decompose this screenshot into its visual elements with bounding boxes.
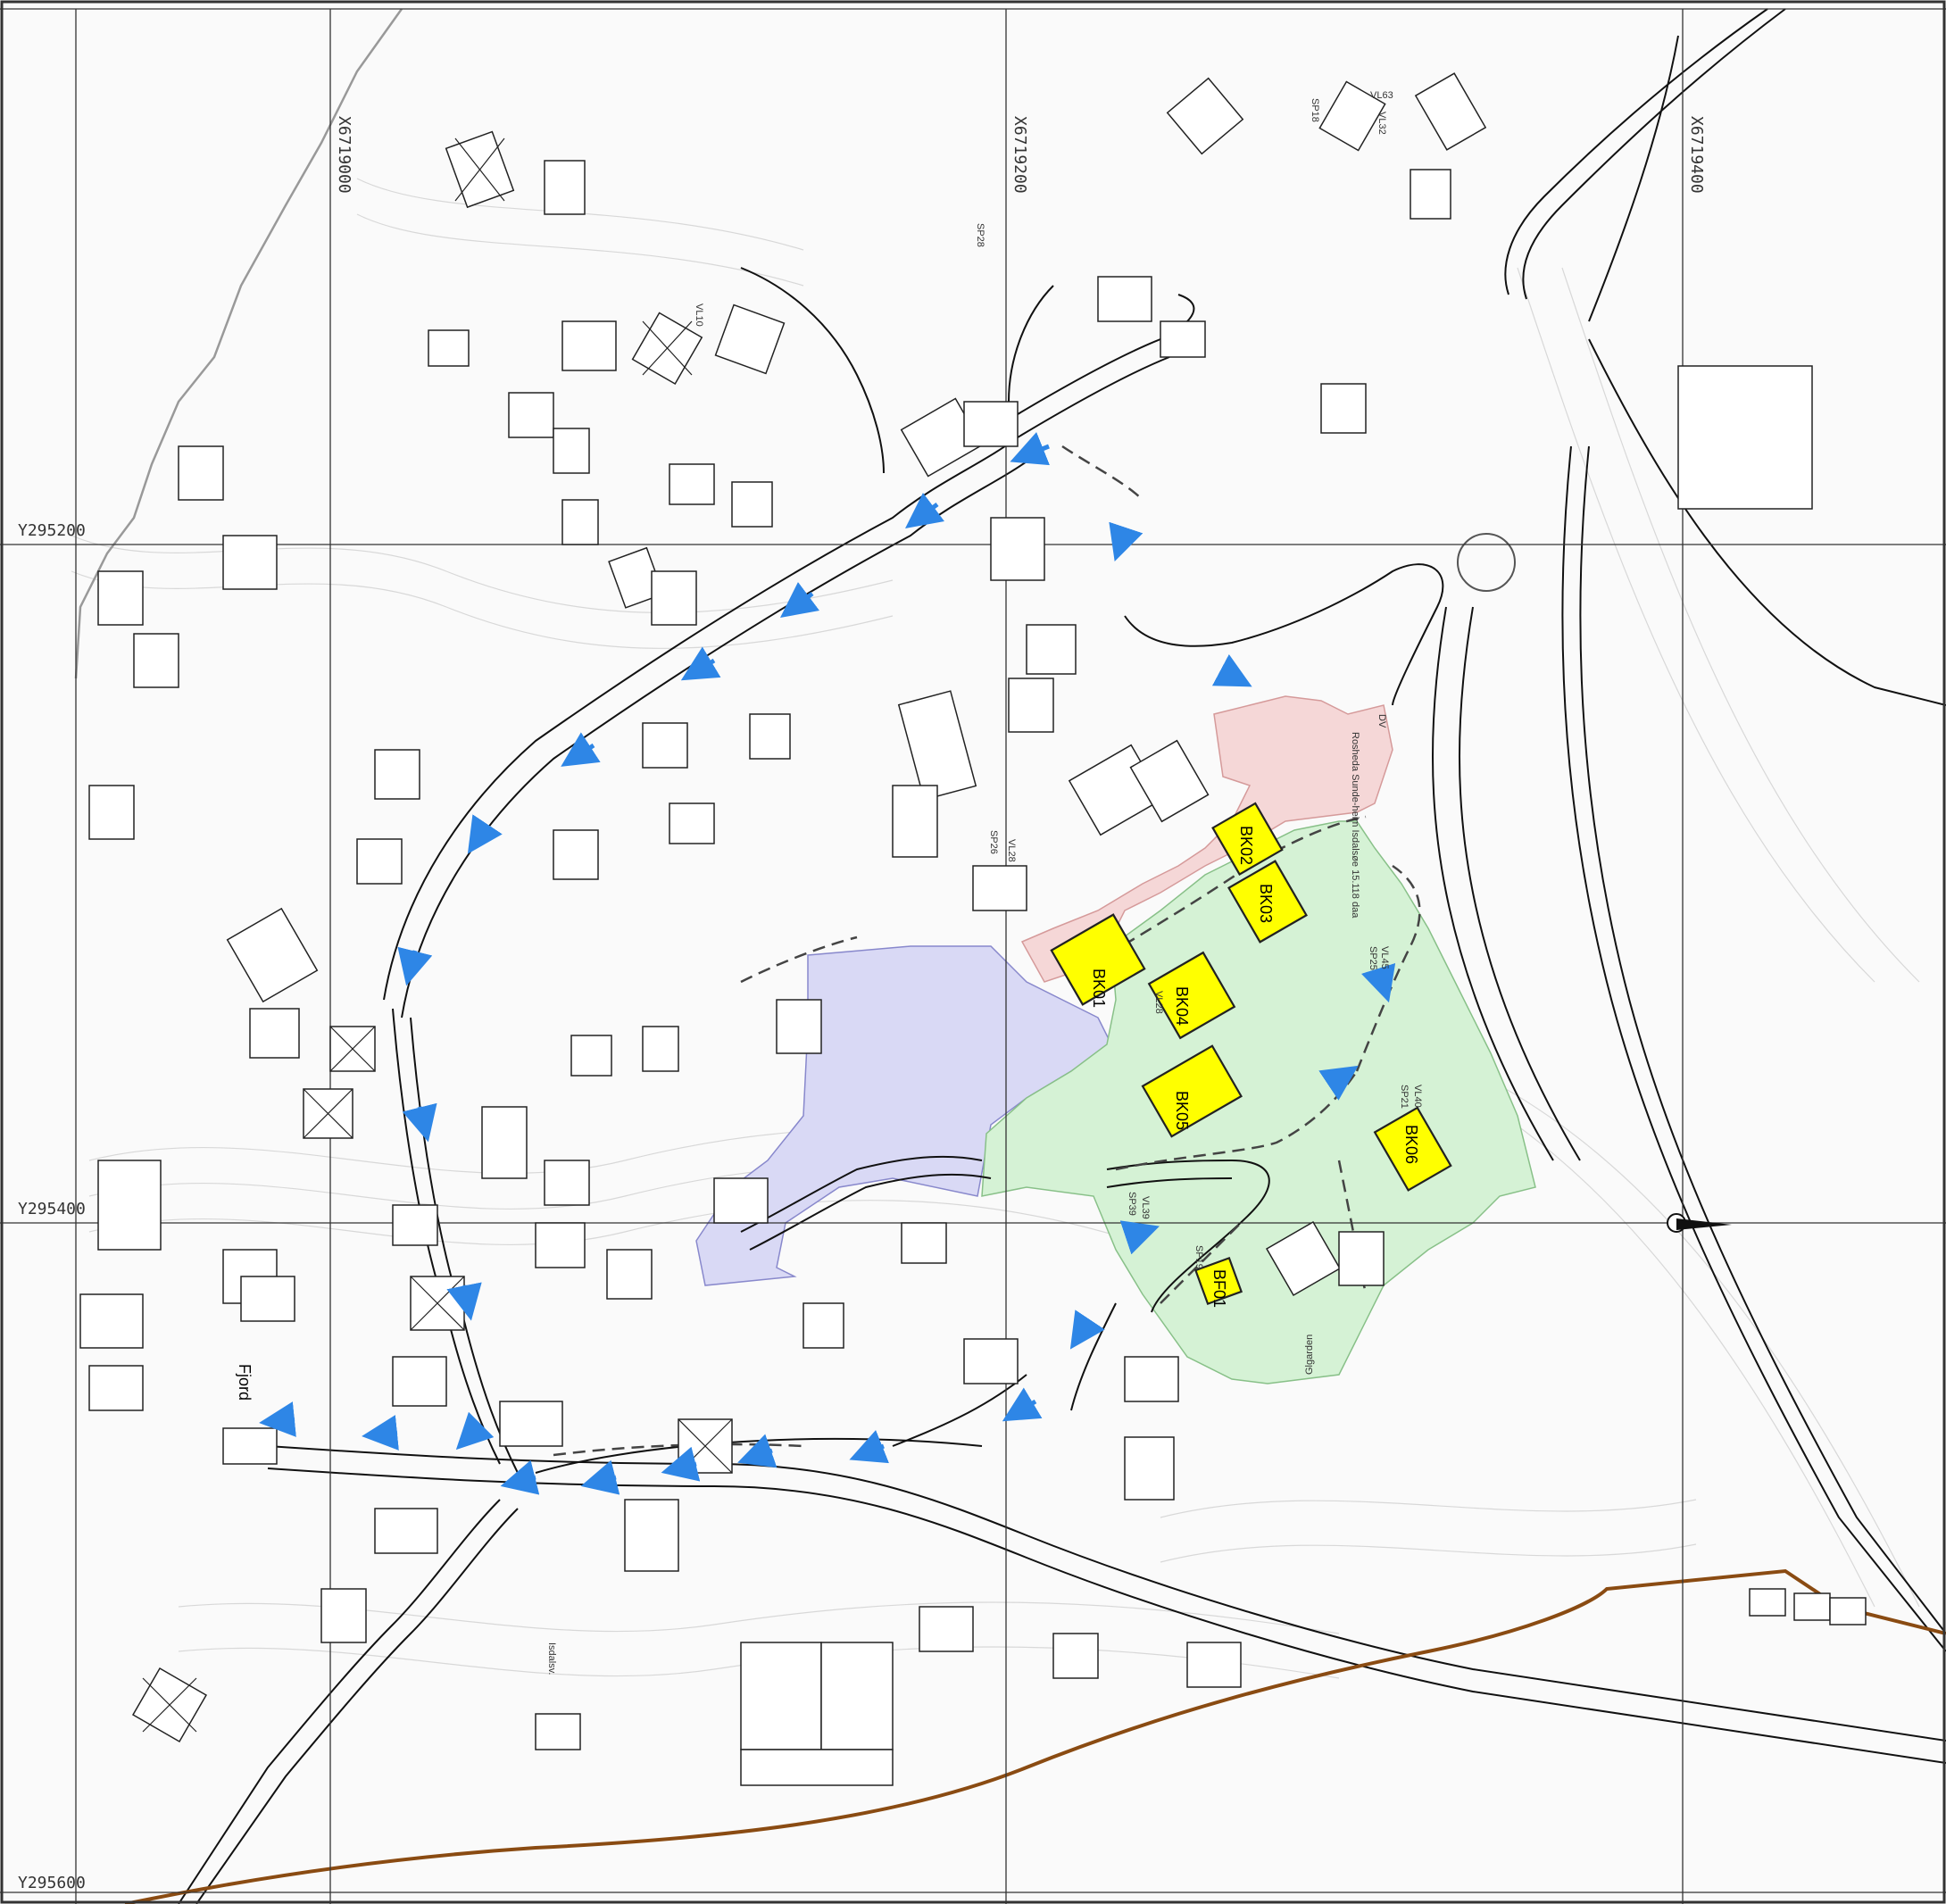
label-bk05: BK05 bbox=[1173, 1091, 1191, 1130]
road-network bbox=[178, 8, 1946, 1904]
building-bk06 bbox=[1373, 1106, 1452, 1192]
road-code: SP25 bbox=[1368, 946, 1378, 970]
north-arrow-icon bbox=[1667, 1213, 1732, 1233]
label-bf01: BF01 bbox=[1210, 1269, 1228, 1308]
place-labels: Fjord Rosheda Sunde-heim Isdalsøe 15.118… bbox=[236, 732, 1360, 1675]
road-code: DV bbox=[1376, 714, 1387, 728]
building-bk04 bbox=[1147, 951, 1236, 1040]
coordinate-grid bbox=[0, 8, 1946, 1904]
road-code: VL39 bbox=[1140, 1196, 1151, 1219]
label-bk02: BK02 bbox=[1237, 826, 1255, 865]
road-code: SP18 bbox=[1310, 98, 1320, 122]
hipped-roofs bbox=[142, 137, 733, 1733]
x-label-6719000: X6719000 bbox=[335, 116, 353, 194]
zone-pink-area bbox=[1020, 695, 1393, 983]
building-bf01 bbox=[1193, 1256, 1243, 1306]
road-code: VL28 bbox=[1006, 839, 1017, 862]
x-label-6719400: X6719400 bbox=[1687, 116, 1706, 194]
road-code: VL40 bbox=[1412, 1085, 1423, 1108]
label-glgarden: Glgarden bbox=[1304, 1334, 1315, 1375]
road-code: SP19 bbox=[1193, 1245, 1204, 1269]
building-bk05 bbox=[1141, 1044, 1243, 1138]
label-fjord: Fjord bbox=[236, 1364, 254, 1401]
road-code: VL28 bbox=[1153, 991, 1164, 1014]
road-code: VL10 bbox=[694, 303, 704, 327]
coastline bbox=[74, 8, 403, 679]
road-code: SP21 bbox=[1399, 1085, 1410, 1109]
label-site-note: Rosheda Sunde-heim Isdalsøe 15.118 daa bbox=[1350, 732, 1360, 919]
road-code-labels: VL63 VL32 SP18 VL10 SP28 VL28 SP39 VL39 … bbox=[694, 90, 1423, 1269]
zone-labels: BK01 BK02 BK03 BK04 BK05 BK06 BF01 bbox=[1090, 826, 1420, 1308]
road-code: VL45 bbox=[1379, 946, 1390, 969]
label-isdalsvegen: Isdalsv. bbox=[546, 1642, 557, 1675]
road-code: SP39 bbox=[1127, 1192, 1137, 1216]
building-bk02 bbox=[1211, 802, 1284, 876]
x-label-6719200: X6719200 bbox=[1010, 116, 1029, 194]
y-label-295600: Y295600 bbox=[18, 1874, 86, 1892]
planned-buildings bbox=[1050, 802, 1452, 1306]
road-code: SP28 bbox=[975, 223, 985, 247]
building-bk01 bbox=[1050, 913, 1146, 1006]
y-label-295400: Y295400 bbox=[18, 1200, 86, 1218]
label-bk01: BK01 bbox=[1090, 969, 1108, 1008]
road-code: VL32 bbox=[1376, 112, 1387, 135]
building-bk03 bbox=[1227, 860, 1308, 944]
label-bk04: BK04 bbox=[1173, 986, 1191, 1026]
grid-labels: X6719000 X6719200 X6719400 Y295200 Y2954… bbox=[18, 116, 1706, 1892]
road-code: VL63 bbox=[1370, 90, 1393, 101]
y-label-295200: Y295200 bbox=[18, 521, 86, 540]
drainage-arrows bbox=[259, 432, 1396, 1495]
label-bk03: BK03 bbox=[1257, 884, 1275, 923]
label-bk06: BK06 bbox=[1402, 1125, 1420, 1164]
pipeline-line bbox=[124, 1568, 1946, 1904]
road-code: SP26 bbox=[988, 830, 999, 854]
existing-buildings bbox=[79, 72, 1867, 1786]
